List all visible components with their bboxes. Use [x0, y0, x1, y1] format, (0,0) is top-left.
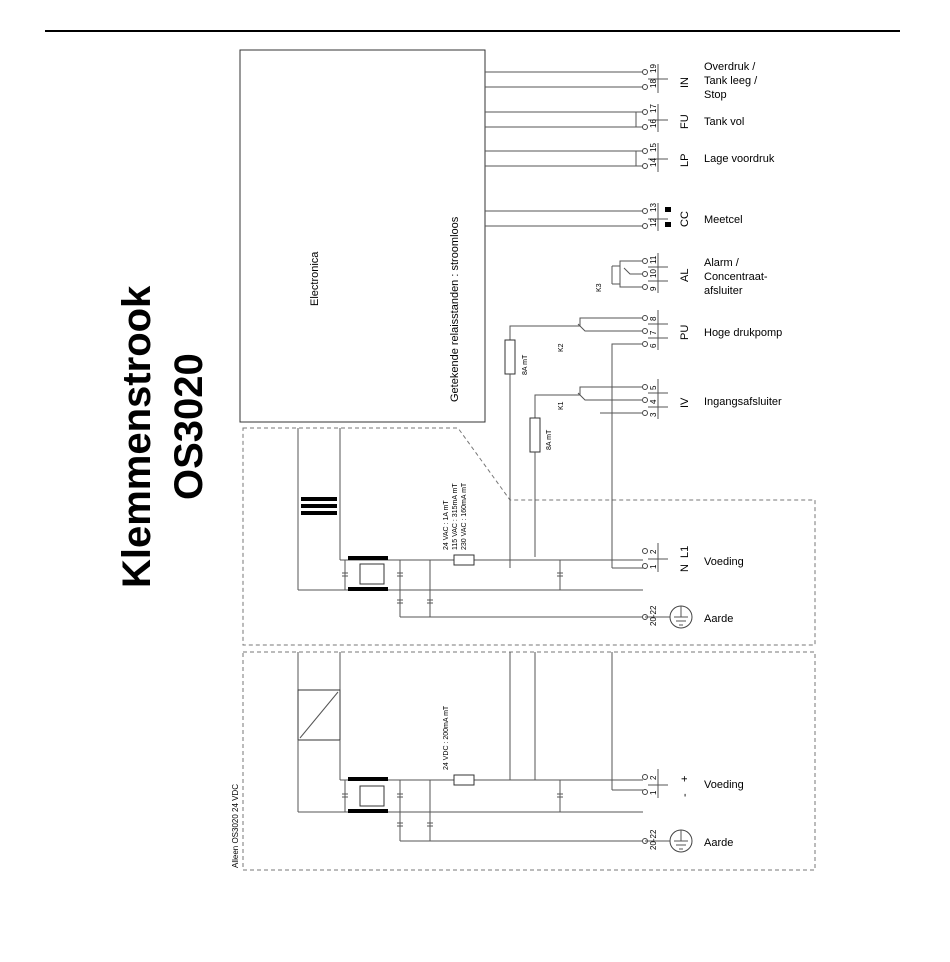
svg-text:Tank vol: Tank vol: [704, 116, 744, 128]
fu-bridge: [630, 111, 637, 128]
dc-only-note: Alleen OS3020 24 VDC: [231, 784, 240, 868]
svg-text:2: 2: [649, 775, 658, 780]
svg-text:LP: LP: [679, 154, 691, 167]
svg-text:14: 14: [649, 158, 658, 167]
svg-text:Ingangsafsluiter: Ingangsafsluiter: [704, 396, 782, 408]
relay-note: Getekende relaisstanden : stroomloos: [449, 216, 461, 402]
svg-text:15: 15: [649, 143, 658, 152]
svg-text:17: 17: [649, 104, 658, 113]
meetcel-block-top: [665, 207, 671, 212]
svg-text:Voeding: Voeding: [704, 556, 744, 568]
terminal-descriptions: Overdruk / Tank leeg / Stop Tank vol Lag…: [704, 61, 782, 849]
k1-label: K1: [558, 401, 565, 410]
svg-text:PU: PU: [679, 325, 691, 340]
svg-text:Concentraat-: Concentraat-: [704, 271, 768, 283]
earth-symbol-dc: [645, 829, 693, 853]
dc-supply-circuit: [297, 652, 643, 842]
svg-text:Lage voordruk: Lage voordruk: [704, 153, 775, 165]
svg-text:20-22: 20-22: [649, 829, 658, 850]
ac-enclosure: [242, 427, 816, 646]
terminal-frames: [648, 64, 668, 798]
svg-text:Voeding: Voeding: [704, 779, 744, 791]
svg-text:9: 9: [649, 286, 658, 291]
electronics-label: Electronica: [309, 251, 321, 306]
ac-fuse-line2: 115 VAC : 315mA mT: [452, 483, 459, 550]
svg-text:13: 13: [649, 203, 658, 212]
svg-text:8: 8: [649, 316, 658, 321]
terminal-codes: IN FU LP CC AL PU IV L1 N + -: [679, 77, 691, 797]
svg-text:18: 18: [649, 79, 658, 88]
svg-text:FU: FU: [679, 114, 691, 129]
dc-enclosure: [242, 651, 816, 871]
svg-text:Aarde: Aarde: [704, 837, 733, 849]
svg-text:20-22: 20-22: [649, 605, 658, 626]
svg-text:6: 6: [649, 343, 658, 348]
svg-text:AL: AL: [679, 269, 691, 282]
title-line1: Klemmenstrook: [115, 285, 159, 588]
svg-text:Tank leeg /: Tank leeg /: [704, 75, 758, 87]
svg-text:16: 16: [649, 119, 658, 128]
relay-k2: [504, 317, 643, 568]
dc-fuse-line1: 24 VDC : 200mA mT: [443, 705, 450, 770]
svg-text:10: 10: [649, 269, 658, 278]
svg-text:afsluiter: afsluiter: [704, 285, 743, 297]
svg-text:IV: IV: [679, 397, 691, 408]
svg-text:Meetcel: Meetcel: [704, 214, 743, 226]
svg-text:L1: L1: [679, 546, 691, 558]
signal-wires: [485, 71, 643, 227]
svg-text:IN: IN: [679, 77, 691, 88]
svg-text:-: -: [679, 793, 691, 797]
ac-fuse-line1: 24 VAC : 1A mT: [443, 500, 450, 550]
svg-text:Aarde: Aarde: [704, 613, 733, 625]
k1-fuse-label: 8A mT: [546, 429, 553, 450]
svg-text:Hoge drukpomp: Hoge drukpomp: [704, 327, 782, 339]
lp-bridge: [630, 150, 637, 167]
ac-supply-circuit: [297, 428, 643, 618]
k2-fuse-label: 8A mT: [522, 354, 529, 375]
earth-symbol-ac: [645, 605, 693, 629]
svg-text:3: 3: [649, 412, 658, 417]
k2-label: K2: [558, 343, 565, 352]
svg-text:1: 1: [649, 790, 658, 795]
electronics-box: [239, 49, 486, 423]
svg-text:4: 4: [649, 399, 658, 404]
svg-text:Alarm /: Alarm /: [704, 257, 740, 269]
meetcel-block-bottom: [665, 222, 671, 227]
svg-text:12: 12: [649, 218, 658, 227]
svg-text:Overdruk /: Overdruk /: [704, 61, 756, 73]
svg-text:19: 19: [649, 64, 658, 73]
relay-k1: [529, 386, 643, 557]
svg-text:CC: CC: [679, 211, 691, 227]
k3-label: K3: [596, 283, 603, 292]
terminal-numbers: 19 18 17 16 15 14 13 12 11 10 9 8 7 6 5 …: [649, 64, 658, 850]
title-line2: OS3020: [167, 353, 211, 500]
svg-text:N: N: [679, 564, 691, 572]
svg-text:+: +: [679, 776, 691, 782]
svg-text:7: 7: [649, 330, 658, 335]
svg-text:11: 11: [649, 255, 658, 264]
svg-text:5: 5: [649, 385, 658, 390]
svg-text:Stop: Stop: [704, 89, 727, 101]
svg-text:1: 1: [649, 564, 658, 569]
ac-fuse-line3: 230 VAC : 160mA mT: [461, 482, 468, 550]
terminal-circles: [642, 69, 648, 844]
relay-k3: [611, 260, 643, 288]
svg-text:2: 2: [649, 549, 658, 554]
